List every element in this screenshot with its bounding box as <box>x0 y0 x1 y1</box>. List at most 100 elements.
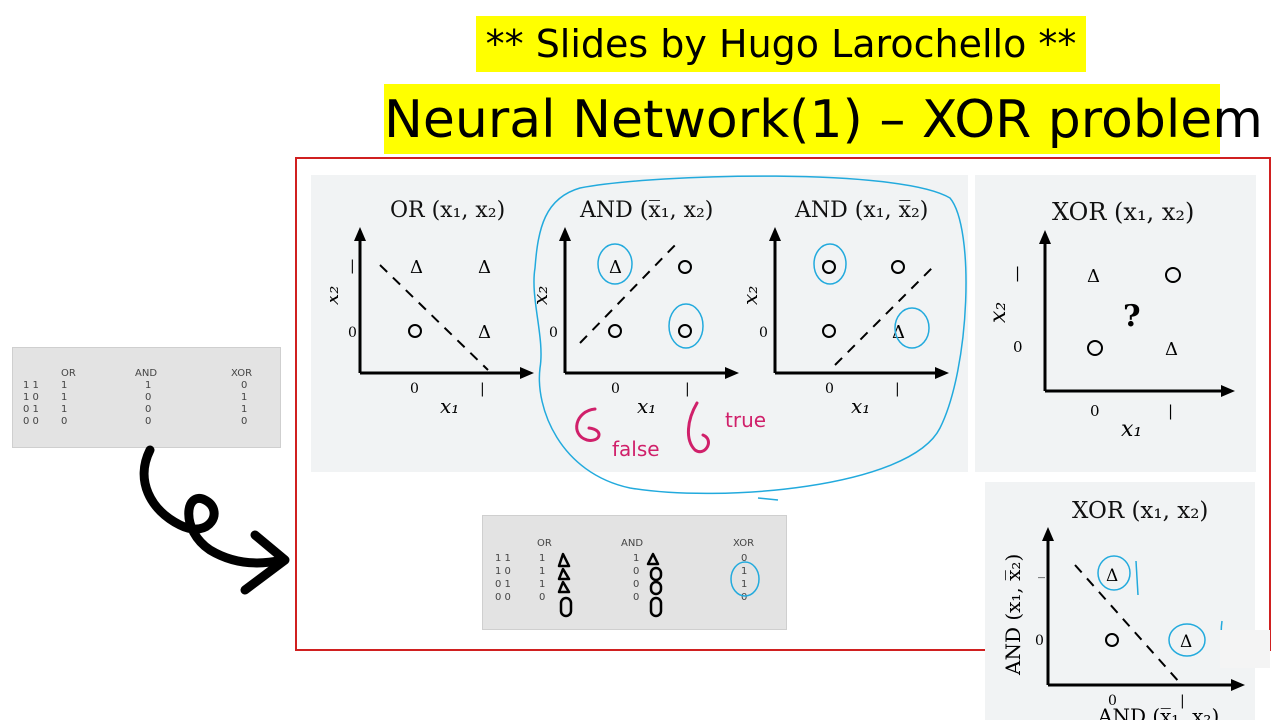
row-input: 0 0 <box>495 592 511 603</box>
highlight-frame <box>295 157 1271 651</box>
xor-and-panel <box>985 482 1255 720</box>
plot-and-2: Δ 0 0 | x₁ x₂ <box>745 227 949 415</box>
label-false: false <box>612 437 660 461</box>
doodle-marks <box>557 552 760 618</box>
svg-text:Δ: Δ <box>1165 339 1178 360</box>
xlabel: x₁ <box>440 394 459 415</box>
row-xor: 0 <box>741 592 748 603</box>
plot-title-and-1: AND (x̅₁, x₂) <box>580 198 714 223</box>
svg-text:Δ: Δ <box>1087 266 1100 287</box>
row-and: 0 <box>145 392 152 403</box>
label-true: true <box>725 408 767 432</box>
plot-and-1: Δ 0 0 | x₁ x₂ <box>535 227 739 415</box>
row-input: 1 0 <box>495 566 511 577</box>
row-and: 0 <box>633 566 640 577</box>
row-xor: 1 <box>741 579 748 590</box>
svg-text:Δ: Δ <box>1180 632 1192 652</box>
plots-panel <box>311 175 968 472</box>
triangle-marker: Δ <box>478 257 491 278</box>
svg-text:x₁: x₁ <box>851 394 870 415</box>
plot-title-and-2: AND (x₁, x̅₂) <box>795 198 929 223</box>
ylabel: AND (x₁, x̅₂) <box>1001 554 1025 676</box>
slide-title: Neural Network(1) – XOR problem <box>384 84 1263 154</box>
tick-y-1: | <box>350 258 355 274</box>
white-patch <box>1220 630 1270 668</box>
row-xor: 0 <box>241 380 248 391</box>
row-or: 1 <box>61 392 68 403</box>
tick-y-0: 0 <box>348 325 357 341</box>
tick-x-0: 0 <box>410 381 419 397</box>
plot-xor: Δ Δ ? 0 | 0 | x₁ x₂ <box>986 230 1235 442</box>
row-and: 1 <box>145 380 152 391</box>
row-or: 0 <box>539 592 546 603</box>
header-or: OR <box>61 368 76 379</box>
header-and: AND <box>135 368 158 379</box>
row-xor: 1 <box>241 392 248 403</box>
svg-text:0: 0 <box>1035 633 1044 649</box>
row-xor: 0 <box>241 416 248 427</box>
plot-title-xor: XOR (x₁, x₂) <box>1052 198 1195 226</box>
question-mark: ? <box>1123 299 1141 334</box>
row-xor: 1 <box>241 404 248 415</box>
blue-circle-marks <box>597 243 930 349</box>
xor-panel <box>975 175 1256 472</box>
row-input: 0 1 <box>23 404 39 415</box>
row-and: 0 <box>633 579 640 590</box>
svg-text:0: 0 <box>549 325 558 341</box>
red-handwriting <box>575 401 710 454</box>
svg-text:x₁: x₁ <box>1121 417 1142 442</box>
truth-table-left: OR AND XOR 1 1 1 1 0 1 0 1 0 1 0 1 1 0 1… <box>12 347 281 448</box>
row-or: 1 <box>61 404 68 415</box>
triangle-marker: Δ <box>478 322 491 343</box>
svg-text:|: | <box>895 381 900 397</box>
svg-text:_: _ <box>1038 563 1045 579</box>
header-xor: XOR <box>231 368 253 379</box>
ylabel: x₂ <box>330 286 343 305</box>
row-or: 1 <box>61 380 68 391</box>
row-and: 0 <box>145 404 152 415</box>
row-input: 0 1 <box>495 579 511 590</box>
row-and: 0 <box>145 416 152 427</box>
tick-x-1: | <box>480 381 485 397</box>
svg-text:x₂: x₂ <box>745 286 762 305</box>
row-xor: 1 <box>741 566 748 577</box>
row-input: 0 0 <box>23 416 39 427</box>
row-input: 1 1 <box>495 553 511 564</box>
svg-text:|: | <box>1015 264 1020 282</box>
svg-text:x₂: x₂ <box>986 302 1011 323</box>
slide-subtitle: ** Slides by Hugo Larochello ** <box>476 16 1086 72</box>
svg-text:x₁: x₁ <box>637 394 656 415</box>
blue-annotation-loop <box>533 175 967 501</box>
svg-text:0: 0 <box>1090 402 1100 420</box>
row-or: 1 <box>539 566 546 577</box>
plot-title-xor-and: XOR (x₁, x₂) <box>1072 498 1209 524</box>
svg-text:0: 0 <box>1108 693 1117 709</box>
svg-text:|: | <box>1180 693 1185 709</box>
curved-arrow-icon <box>139 445 290 595</box>
svg-text:Δ: Δ <box>1106 566 1118 586</box>
row-input: 1 1 <box>23 380 39 391</box>
header-and: AND <box>621 538 644 549</box>
plot-xor-and: Δ Δ 0 _ 0 | AND (x₁, x̅₂) AND (x̅₁, x₂) <box>1001 527 1245 720</box>
header-xor: XOR <box>733 538 755 549</box>
row-or: 1 <box>539 579 546 590</box>
xlabel: AND (x̅₁, x₂) <box>1097 704 1219 720</box>
row-or: 0 <box>61 416 68 427</box>
row-and: 0 <box>633 592 640 603</box>
svg-text:0: 0 <box>611 381 620 397</box>
row-xor: 0 <box>741 553 748 564</box>
plot-title-or: OR (x₁, x₂) <box>390 198 506 223</box>
svg-text:|: | <box>685 381 690 397</box>
row-input: 1 0 <box>23 392 39 403</box>
row-or: 1 <box>539 553 546 564</box>
svg-text:0: 0 <box>825 381 834 397</box>
truth-table-annotated: OR AND XOR 1 1 1 1 0 1 0 1 0 1 0 1 1 0 1… <box>482 515 787 630</box>
svg-text:x₂: x₂ <box>535 286 552 305</box>
svg-text:Δ: Δ <box>609 257 622 278</box>
svg-text:0: 0 <box>759 325 768 341</box>
row-and: 1 <box>633 553 640 564</box>
triangle-marker: Δ <box>410 257 423 278</box>
header-or: OR <box>537 538 552 549</box>
svg-text:0: 0 <box>1013 338 1023 356</box>
svg-text:|: | <box>1168 402 1173 420</box>
